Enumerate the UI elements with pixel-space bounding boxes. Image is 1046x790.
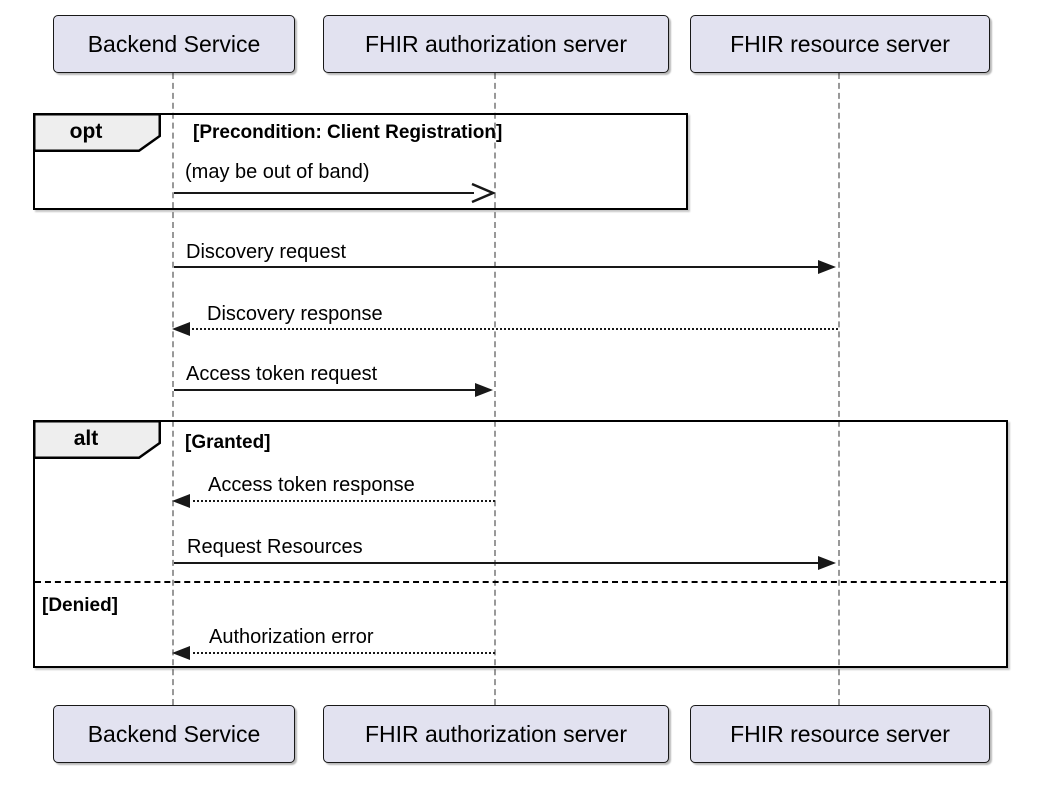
opt-fragment-condition: [Precondition: Client Registration] — [193, 122, 503, 143]
message-request-resources-label: Request Resources — [187, 536, 363, 558]
lifeline-backend-service — [172, 73, 174, 705]
participant-fhir-authorization-server-bottom: FHIR authorization server — [323, 705, 669, 763]
message-request-resources-line — [174, 562, 820, 564]
alt-fragment-label-pentagon-icon — [33, 420, 161, 459]
lifeline-fhir-resource-server — [838, 73, 840, 705]
message-may-be-out-of-band-line — [174, 192, 474, 194]
alt-fragment-operator: alt — [73, 427, 99, 450]
arrow-right-icon — [818, 260, 836, 274]
participant-fhir-resource-server-bottom: FHIR resource server — [690, 705, 990, 763]
participant-backend-service-bottom: Backend Service — [53, 705, 295, 763]
open-arrow-right-icon — [471, 182, 495, 204]
message-access-token-response-line — [188, 500, 495, 502]
message-access-token-request-label: Access token request — [186, 363, 378, 385]
alt-fragment-frame — [33, 420, 1008, 668]
message-discovery-request-label: Discovery request — [186, 241, 347, 263]
message-may-be-out-of-band-label: (may be out of band) — [185, 161, 370, 183]
message-access-token-request-line — [174, 389, 476, 391]
alt-fragment-divider — [35, 581, 1006, 583]
message-discovery-response-line — [188, 328, 838, 330]
opt-fragment-operator: opt — [69, 120, 103, 143]
arrow-left-icon — [172, 494, 190, 508]
message-authorization-error-label: Authorization error — [209, 626, 374, 648]
message-authorization-error-line — [188, 652, 495, 654]
arrow-right-icon — [818, 556, 836, 570]
message-discovery-request-line — [174, 266, 820, 268]
opt-fragment-frame — [33, 113, 688, 210]
participant-fhir-authorization-server-top: FHIR authorization server — [323, 15, 669, 73]
opt-fragment-label-pentagon-icon — [33, 113, 161, 152]
participant-backend-service-top: Backend Service — [53, 15, 295, 73]
message-access-token-response-label: Access token response — [208, 474, 415, 496]
message-discovery-response-label: Discovery response — [207, 303, 383, 325]
arrow-left-icon — [172, 646, 190, 660]
arrow-left-icon — [172, 322, 190, 336]
lifeline-fhir-authorization-server — [494, 73, 496, 705]
arrow-right-icon — [475, 383, 493, 397]
alt-fragment-condition-denied: [Denied] — [42, 595, 118, 616]
participant-fhir-resource-server-top: FHIR resource server — [690, 15, 990, 73]
alt-fragment-condition-granted: [Granted] — [185, 432, 271, 453]
